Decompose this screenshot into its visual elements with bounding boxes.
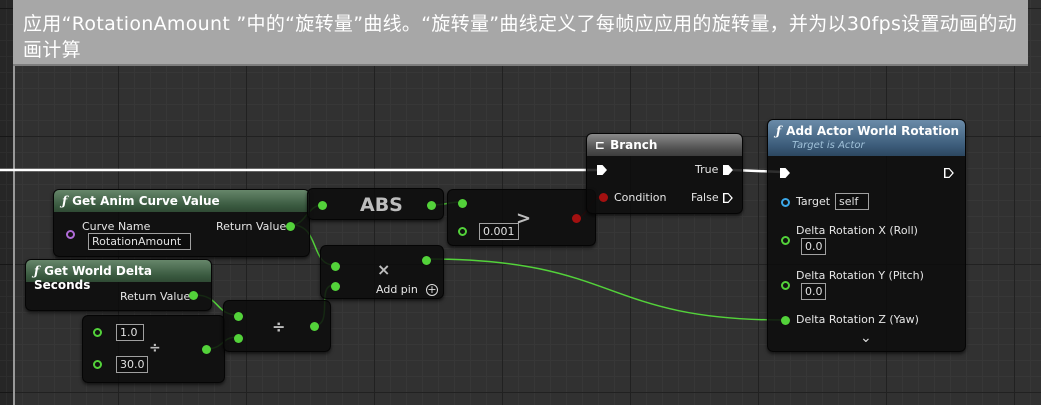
- target-pin[interactable]: [781, 198, 790, 207]
- divide-a-input[interactable]: 1.0: [116, 324, 144, 341]
- delta-y-input[interactable]: 0.0: [801, 283, 826, 300]
- curve-name-input[interactable]: RotationAmount: [88, 233, 191, 250]
- greater-input-b-pin[interactable]: [458, 227, 467, 236]
- target-label: Target: [796, 195, 831, 208]
- abs-output-pin[interactable]: [427, 201, 436, 210]
- return-value-pin[interactable]: [286, 222, 295, 231]
- greater-threshold-input[interactable]: 0.001: [479, 223, 519, 240]
- greater-than-node[interactable]: 0.001 >: [447, 189, 596, 246]
- delta-x-input[interactable]: 0.0: [801, 238, 826, 255]
- comment-title[interactable]: 应用“RotationAmount ”中的“旋转量”曲线。“旋转量”曲线定义了每…: [13, 0, 1028, 66]
- delta-y-label: Delta Rotation Y (Pitch): [796, 269, 924, 282]
- add-pin-label[interactable]: Add pin: [376, 283, 418, 296]
- divide-node[interactable]: ÷: [223, 300, 331, 352]
- multiply-node[interactable]: × Add pin +: [320, 245, 444, 299]
- target-input[interactable]: self: [835, 193, 869, 210]
- delta-x-label: Delta Rotation X (Roll): [796, 224, 918, 237]
- multiply-input-b-pin[interactable]: [331, 282, 340, 291]
- abs-title: ABS: [360, 194, 403, 216]
- divide-input-a-pin[interactable]: [234, 312, 243, 321]
- get-anim-curve-value-node[interactable]: ƒ Get Anim Curve Value Curve Name Rotatio…: [53, 189, 310, 257]
- return-value-label: Return Value: [216, 220, 287, 233]
- condition-pin[interactable]: [599, 193, 608, 202]
- node-subtitle: Target is Actor: [792, 140, 865, 151]
- greater-symbol: >: [516, 208, 532, 229]
- true-label: True: [695, 163, 719, 176]
- divide-output-pin[interactable]: [202, 345, 211, 354]
- node-title: Get World Delta Seconds: [34, 264, 152, 292]
- node-header: ⊏ Branch: [587, 134, 742, 156]
- abs-input-pin[interactable]: [318, 201, 327, 210]
- curve-name-label: Curve Name: [82, 220, 151, 233]
- delta-y-pin[interactable]: [781, 281, 790, 290]
- divide-b-pin[interactable]: [93, 360, 102, 369]
- multiply-output-pin[interactable]: [422, 256, 431, 265]
- exec-in-pin[interactable]: [780, 168, 790, 178]
- divide-b-input[interactable]: 30.0: [116, 356, 148, 373]
- abs-node[interactable]: ABS: [307, 188, 444, 220]
- delta-z-label: Delta Rotation Z (Yaw): [796, 313, 919, 326]
- divide-symbol: ÷: [272, 317, 286, 336]
- function-icon: ƒ: [776, 124, 782, 138]
- divide-constants-node[interactable]: 1.0 ÷ 30.0: [82, 315, 225, 383]
- expand-chevron-icon[interactable]: ⌄: [860, 330, 872, 346]
- exec-true-pin[interactable]: [723, 165, 733, 175]
- greater-output-pin[interactable]: [572, 214, 581, 223]
- multiply-input-a-pin[interactable]: [331, 262, 340, 271]
- branch-node[interactable]: ⊏ Branch True Condition False: [586, 133, 743, 214]
- condition-label: Condition: [614, 191, 667, 204]
- multiply-symbol: ×: [377, 260, 391, 279]
- wire-multiply-to-yaw: [426, 258, 785, 321]
- return-value-pin[interactable]: [189, 291, 198, 300]
- function-icon: ƒ: [62, 194, 68, 208]
- divide-output-pin[interactable]: [310, 322, 319, 331]
- node-header: ƒ Get Anim Curve Value: [54, 190, 309, 212]
- divide-a-pin[interactable]: [93, 328, 102, 337]
- return-value-label: Return Value: [120, 290, 191, 303]
- delta-x-pin[interactable]: [781, 236, 790, 245]
- node-header: ƒ Add Actor World Rotation Target is Acto…: [768, 120, 965, 156]
- exec-false-pin[interactable]: [723, 193, 733, 203]
- node-title: Get Anim Curve Value: [72, 194, 220, 208]
- divide-input-b-pin[interactable]: [234, 334, 243, 343]
- false-label: False: [691, 191, 719, 204]
- branch-icon: ⊏: [595, 138, 606, 152]
- add-actor-world-rotation-node[interactable]: ƒ Add Actor World Rotation Target is Acto…: [767, 119, 966, 352]
- node-title: Branch: [610, 138, 658, 152]
- delta-z-pin[interactable]: [781, 316, 790, 325]
- exec-out-pin[interactable]: [944, 168, 954, 178]
- curve-name-pin[interactable]: [66, 230, 75, 239]
- exec-in-pin[interactable]: [597, 165, 607, 175]
- add-pin-icon[interactable]: +: [426, 283, 438, 296]
- divide-symbol: ÷: [149, 340, 161, 356]
- greater-input-a-pin[interactable]: [458, 199, 467, 208]
- function-icon: ƒ: [34, 264, 40, 278]
- node-title: Add Actor World Rotation: [786, 124, 960, 138]
